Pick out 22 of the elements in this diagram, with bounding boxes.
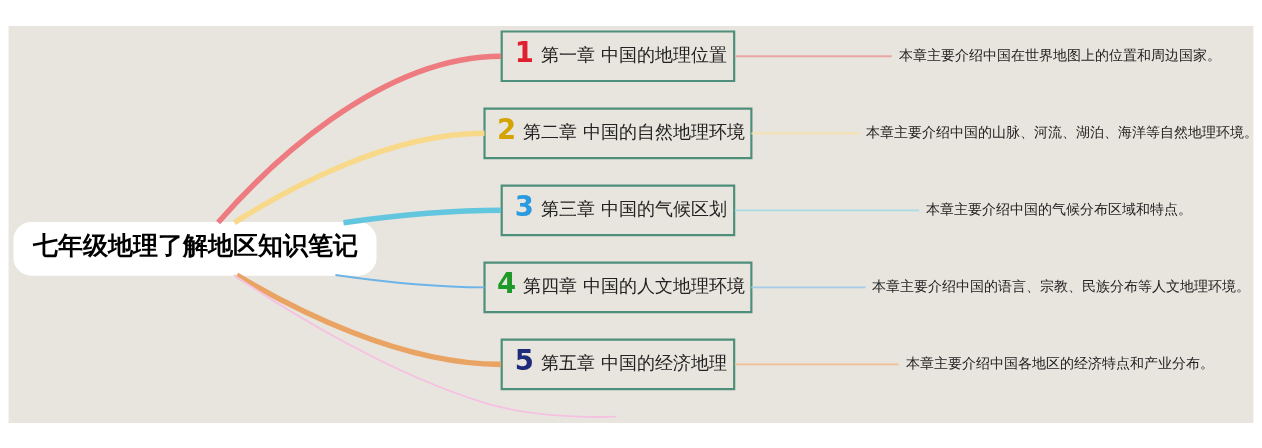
connector — [232, 273, 618, 418]
node-text: 本章主要介绍中国在世界地图上的位置和周边国家。 — [899, 46, 1222, 63]
connector — [334, 273, 486, 288]
node-box: 七年级地理了解地区知识笔记 — [13, 221, 377, 276]
node-box: 2 第二章 中国的自然地理环境 — [483, 106, 753, 159]
node-text: 本章主要介绍中国的气候分布区域和特点。 — [926, 200, 1193, 217]
node-text: 本章主要介绍中国的语言、宗教、民族分布等人文地理环境。 — [872, 277, 1251, 294]
node-box: 5 第五章 中国的经济地理 — [500, 338, 736, 390]
connector — [216, 53, 502, 224]
node-box: 3 第三章 中国的气候区划 — [500, 183, 736, 236]
connector — [343, 207, 502, 225]
node-box: 4 第四章 中国的人文地理环境 — [483, 261, 753, 313]
connector — [233, 130, 485, 225]
connector — [750, 285, 867, 288]
node-text: 本章主要介绍中国各地区的经济特点和产业分布。 — [906, 354, 1215, 371]
connector — [733, 54, 893, 57]
connector — [733, 208, 921, 211]
connector — [733, 363, 900, 365]
node-box: 1 第一章 中国的地理位置 — [500, 29, 736, 82]
node-text: 本章主要介绍中国的山脉、河流、湖泊、海洋等自然地理环境。 — [865, 123, 1258, 140]
connector — [750, 131, 861, 134]
connector — [235, 272, 502, 367]
